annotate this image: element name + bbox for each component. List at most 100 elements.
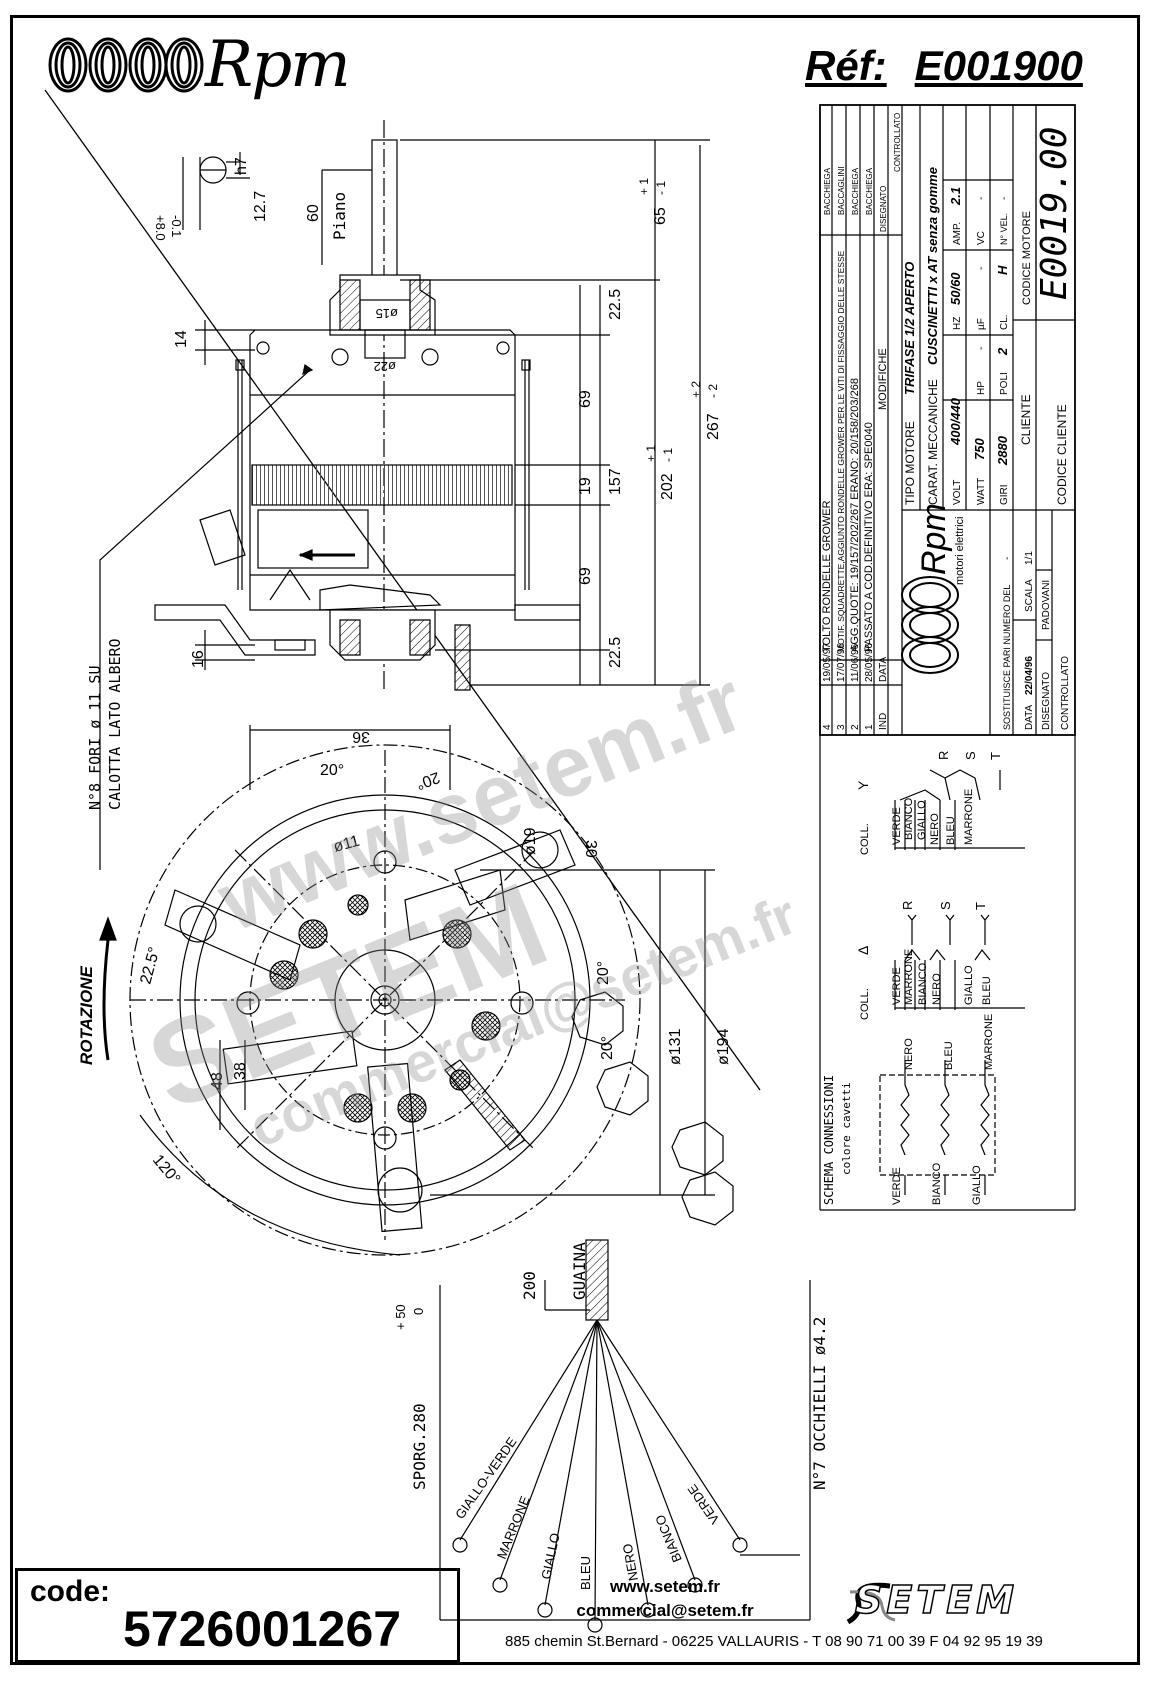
star-wire-5: BLEU — [945, 816, 957, 845]
delta-wire-6: BLEU — [981, 976, 993, 1005]
disegnato-label: DISEGNATO — [1041, 672, 1052, 730]
rev-2-n: 2 — [850, 724, 861, 730]
delta-coll-label: COLL. — [859, 988, 871, 1020]
lead-guaina: GUAINA — [570, 1242, 589, 1300]
rotation-label: ROTAZIONE — [77, 965, 96, 1065]
dim-69-top: 69 — [577, 390, 594, 408]
rev-1-date: 28/05/96 — [864, 643, 875, 682]
company-address: 885 chemin St.Bernard - 06225 VALLAURIS … — [505, 1633, 1043, 1650]
tipo-motore-value: TRIFASE 1/2 APERTO — [902, 262, 917, 395]
star-wire-3: GIALLO — [916, 800, 928, 840]
rev-4-by: BACCHIEGA — [823, 167, 832, 215]
lead-sporg: SPORG.280 — [410, 1403, 429, 1490]
bore-15: ø15 — [376, 306, 398, 321]
scheme-bottom-wire-3: GIALLO — [971, 1165, 983, 1205]
lead-200: 200 — [520, 1271, 539, 1300]
lead-occhielli: N°7 OCCHIELLI ø4.2 — [810, 1317, 829, 1490]
lead-sporg-tol-plus: + 50 — [393, 1304, 408, 1330]
plan-dia-131: ø131 — [667, 1028, 684, 1065]
vc-label: VC — [976, 231, 987, 245]
plan-dia-19: ø19 — [522, 827, 539, 855]
data-value: 22/04/96 — [1024, 656, 1035, 695]
rev-header-ind: IND — [878, 713, 889, 730]
rev-header-controllato: CONTROLLATO — [893, 113, 902, 172]
key-tol-b: +8.0 — [153, 215, 168, 241]
email-link[interactable]: commercial@setem.fr — [576, 1601, 754, 1620]
rev-4-n: 4 — [822, 724, 833, 730]
dim-65-tol-plus: + 1 — [637, 178, 651, 195]
controllato-label: CONTROLLATO — [1060, 656, 1071, 730]
dim-22-bot: 22.5 — [607, 637, 624, 668]
watt-value: 750 — [972, 438, 987, 460]
nvel-value: - — [999, 197, 1010, 200]
delta-wire-2: MARRONE — [903, 949, 915, 1005]
codice-motore-value: E0019.00 — [1034, 127, 1075, 300]
scala-label: SCALA — [1024, 579, 1035, 612]
dim-60: 60 — [305, 204, 322, 222]
rev-1-text: PASSATO A COD.DEFINITIVO ERA: SPE0040 — [863, 422, 875, 652]
dim-202: 202 — [659, 473, 676, 500]
star-phase-t: T — [988, 752, 1003, 760]
code-value: 5726001267 — [123, 1601, 402, 1657]
dim-19: 19 — [577, 477, 594, 495]
code-box — [15, 1568, 460, 1663]
rev-header-modifiche: MODIFICHE — [877, 348, 889, 410]
rev-header-disegnato: DISEGNATO — [879, 186, 888, 232]
scheme-top-wire-1: NERO — [903, 1038, 915, 1070]
dim-267-tol-plus: + 2 — [689, 381, 703, 398]
delta-symbol: Δ — [855, 946, 871, 955]
hole-note-line2: CALOTTA LATO ALBERO — [106, 638, 124, 810]
rev-1-by: BACCHIEGA — [865, 167, 874, 215]
cl-label: CL. — [999, 314, 1010, 330]
rev-3-by: BACCAGLINI — [837, 167, 846, 215]
volt-label: VOLT — [952, 480, 963, 505]
rev-3-date: 17/07/96 — [836, 643, 847, 682]
star-wire-1: VERDE — [891, 807, 903, 845]
brand-name-block: Rpm — [915, 503, 953, 575]
hole-note-line1: N°8 FORI ø 11 SU — [86, 666, 104, 811]
reference-number: Réf: E001900 — [805, 42, 1083, 90]
plan-dim-30: 30 — [582, 840, 599, 858]
ref-label: Réf: — [805, 42, 887, 89]
ref-value: E001900 — [914, 42, 1083, 89]
brand-sub-block: motori elettrici — [954, 517, 966, 585]
dim-65: 65 — [652, 207, 669, 225]
poli-value: 2 — [995, 347, 1010, 356]
key-12-7: 12.7 — [252, 191, 269, 222]
code-label: code: — [30, 1575, 111, 1608]
website-link[interactable]: www.setem.fr — [610, 1577, 720, 1596]
plan-dim-38: 38 — [232, 1062, 249, 1080]
scala-value: 1/1 — [1024, 551, 1035, 565]
delta-phase-r: R — [900, 901, 915, 910]
rev-2-by: BACCHIEGA — [851, 167, 860, 215]
star-wire-6: MARRONE — [963, 789, 975, 845]
giri-value: 2880 — [995, 435, 1010, 466]
lead-wire-nero: NERO — [620, 1542, 641, 1582]
piano-label: Piano — [330, 192, 349, 240]
rev-3-text: MOTIF. SQUADRETTE,AGGIUNTO RONDELLE GROW… — [836, 250, 846, 652]
delta-wire-3: BIANCO — [917, 962, 929, 1005]
amp-value: 2.1 — [948, 187, 963, 206]
brand-name: Rpm — [205, 28, 351, 102]
delta-wire-4: NERO — [931, 973, 943, 1005]
star-wire-2: BIANCO — [903, 797, 915, 840]
poli-label: POLI — [999, 372, 1010, 395]
vc-value: - — [976, 197, 987, 200]
rev-2-date: 11/06/96 — [850, 643, 861, 682]
dim-65-tol-minus: - 1 — [654, 181, 668, 195]
giri-label: GIRI — [999, 484, 1010, 505]
plan-dia-194: ø194 — [715, 1028, 732, 1065]
volt-value: 400/440 — [948, 397, 963, 446]
scheme-bottom-wire-2: BIANCO — [931, 1162, 943, 1205]
star-symbol: Y — [855, 780, 871, 790]
scheme-top-wire-3: MARRONE — [983, 1014, 995, 1070]
plan-angle-20-c: 20° — [595, 961, 612, 985]
dim-16: 16 — [190, 650, 207, 668]
key-tol-a: -0.1 — [169, 215, 184, 237]
dim-202-tol-minus: - 1 — [661, 448, 675, 462]
plan-dim-48: 48 — [209, 1072, 226, 1090]
uf-label: µF — [976, 318, 987, 330]
